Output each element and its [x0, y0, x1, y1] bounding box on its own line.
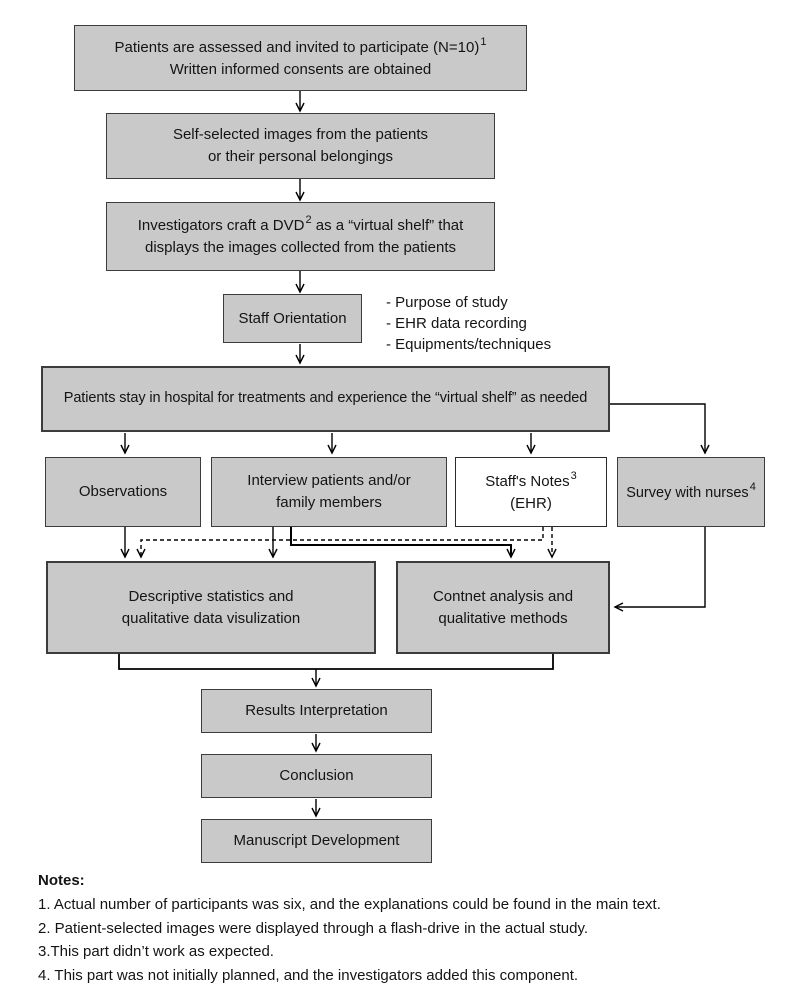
flow-box-staff-orientation: Staff Orientation: [223, 294, 362, 343]
survey-label: Survey with nurses4: [626, 480, 756, 501]
flow-box-results: Results Interpretation: [201, 689, 432, 733]
dvd-line1: Investigators craft a DVD2 as a “virtual…: [137, 214, 464, 235]
merge-line-analysis: [118, 654, 554, 670]
flow-box-survey: Survey with nurses4: [617, 457, 765, 527]
manuscript-label: Manuscript Development: [233, 832, 400, 850]
arrow-survey-to-content: [613, 527, 706, 612]
note-item-1: 1. Actual number of participants was six…: [38, 896, 661, 913]
results-label: Results Interpretation: [245, 702, 388, 720]
flow-box-observations: Observations: [45, 457, 201, 527]
flow-box-content-analysis: Contnet analysis and qualitative methods: [396, 561, 610, 654]
footnote-marker-4: 4: [749, 480, 756, 493]
images-line1: Self-selected images from the patients: [172, 126, 429, 144]
flow-box-hospital-stay: Patients stay in hospital for treatments…: [41, 366, 610, 432]
interview-line2: family members: [276, 494, 382, 511]
descriptive-line2: qualitative data visulization: [121, 609, 301, 627]
staff-orientation-label: Staff Orientation: [238, 309, 347, 327]
flow-box-staff-notes: Staff's Notes3 (EHR): [455, 457, 607, 527]
content-line1: Contnet analysis and: [432, 587, 574, 605]
note-item-4: 4. This part was not initially planned, …: [38, 966, 579, 984]
content-line2: qualitative methods: [438, 609, 568, 627]
flow-box-conclusion: Conclusion: [201, 754, 432, 798]
flow-box-descriptive-stats: Descriptive statistics and qualitative d…: [46, 561, 376, 654]
flow-box-images: Self-selected images from the patients o…: [106, 113, 495, 179]
dashed-arrow-staffnotes-to-descriptive: [136, 527, 544, 559]
footnote-marker-1: 1: [480, 35, 487, 48]
hospital-stay-label: Patients stay in hospital for treatments…: [63, 390, 588, 407]
assess-line2: Written informed consents are obtained: [169, 60, 432, 78]
arrow-hospital-to-survey: [610, 403, 710, 455]
assess-line1: Patients are assessed and invited to par…: [114, 35, 487, 56]
images-line2: or their personal belongings: [207, 148, 394, 165]
arrow-interview-to-content: [290, 527, 516, 559]
staff-notes-line2: (EHR): [510, 494, 552, 512]
note-item-3: 3.This part didn’t work as expected.: [38, 943, 274, 960]
orientation-topics-list: - Purpose of study - EHR data recording …: [386, 292, 551, 355]
orientation-topic: - Equipments/techniques: [386, 336, 552, 353]
footnote-marker-3: 3: [570, 469, 577, 482]
note-item-2: 2. Patient-selected images were displaye…: [38, 919, 589, 937]
flow-box-manuscript: Manuscript Development: [201, 819, 432, 863]
staff-notes-line1: Staff's Notes3: [485, 469, 577, 490]
notes-section: Notes: 1. Actual number of participants …: [38, 872, 788, 987]
footnote-marker-2: 2: [305, 214, 312, 227]
flow-box-assess: Patients are assessed and invited to par…: [74, 25, 527, 91]
flow-box-interview: Interview patients and/or family members: [211, 457, 447, 527]
interview-line1: Interview patients and/or: [247, 472, 411, 490]
orientation-topic: - EHR data recording: [386, 315, 527, 332]
orientation-topic: - Purpose of study: [386, 294, 508, 311]
flow-box-dvd: Investigators craft a DVD2 as a “virtual…: [106, 202, 495, 271]
notes-title: Notes:: [38, 872, 85, 889]
observations-label: Observations: [78, 483, 168, 501]
conclusion-label: Conclusion: [279, 767, 354, 785]
descriptive-line1: Descriptive statistics and: [128, 587, 294, 605]
dvd-line2: displays the images collected from the p…: [145, 239, 456, 256]
